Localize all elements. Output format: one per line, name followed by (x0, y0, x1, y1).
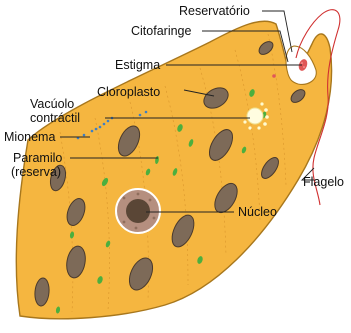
label-vacuolo-line1: Vacúolo (30, 97, 74, 111)
nucleus (116, 189, 160, 233)
label-paramilo-line1: Paramilo (13, 151, 62, 165)
label-estigma: Estigma (115, 58, 160, 72)
label-paramilo-line2: (reserva) (11, 165, 61, 179)
label-citofaringe: Citofaringe (131, 24, 191, 38)
label-flagelo: Flagelo (303, 175, 344, 189)
label-vacuolo-line2: contráctil (30, 111, 80, 125)
label-nucleo: Núcleo (238, 205, 277, 219)
label-reservatorio: Reservatório (179, 4, 250, 18)
label-cloroplasto: Cloroplasto (97, 85, 160, 99)
label-mionema: Mionema (4, 130, 55, 144)
